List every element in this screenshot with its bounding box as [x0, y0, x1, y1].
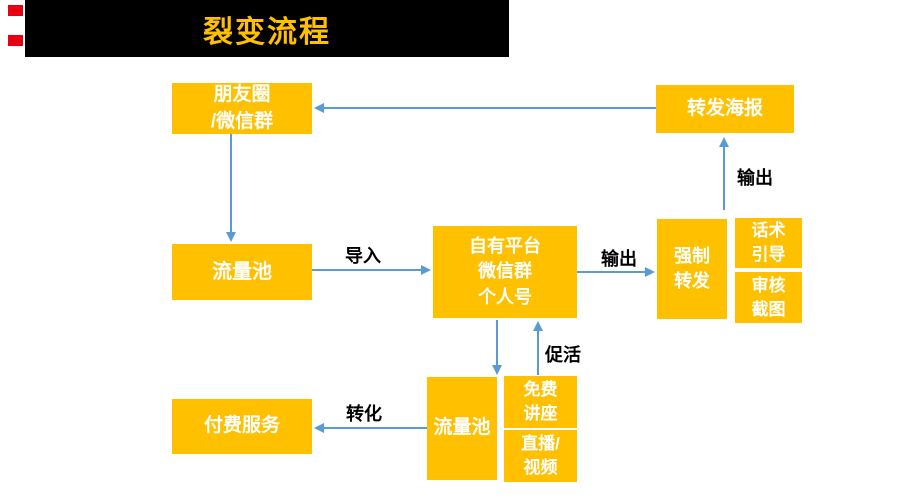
- page-title: 裂变流程: [203, 15, 331, 49]
- arrow-friends-to-pool-head: [226, 232, 236, 242]
- arrow-poster-to-friends-line: [322, 107, 656, 109]
- edge-label-import: 导入: [345, 246, 381, 266]
- node-own-platform: 自有平台微信群个人号: [433, 226, 577, 318]
- arrow-lecture-to-platform-head: [533, 321, 543, 331]
- node-label-line: /微信群: [210, 110, 274, 132]
- arrow-pool2-to-paid-head: [314, 423, 324, 433]
- edge-label-output-top: 输出: [737, 168, 773, 188]
- node-label-line: 免费: [523, 380, 558, 400]
- red-marker-1: [8, 5, 23, 16]
- arrow-platform-to-pool2-head: [492, 365, 502, 375]
- arrow-pool-to-platform-line: [312, 269, 423, 271]
- node-paid-service: 付费服务: [172, 399, 312, 454]
- node-label-line: 流量池: [433, 417, 491, 439]
- node-label-line: 转发: [674, 271, 710, 291]
- red-marker-2: [8, 35, 23, 46]
- node-label-line: 引导: [751, 245, 786, 264]
- node-traffic-pool-bottom: 流量池: [427, 377, 497, 480]
- node-label-line: 审核: [751, 275, 786, 295]
- arrow-pool2-to-paid-line: [322, 427, 427, 429]
- node-free-lecture: 免费讲座: [504, 376, 577, 428]
- node-script-guidance: 话术引导: [735, 218, 802, 268]
- node-label-line: 讲座: [523, 404, 558, 423]
- node-label-line: 视频: [523, 458, 558, 477]
- node-forward-poster: 转发海报: [656, 85, 794, 133]
- node-label-line: 流量池: [212, 261, 272, 283]
- node-label-line: 截图: [751, 299, 786, 319]
- node-label-line: 微信群: [478, 261, 532, 282]
- node-live-video: 直播/视频: [504, 430, 577, 482]
- arrow-poster-to-friends-head: [314, 103, 324, 113]
- arrow-platform-to-forced-line: [577, 271, 647, 273]
- node-label-line: 强制: [674, 245, 710, 266]
- node-label-line: 朋友圈: [213, 83, 271, 105]
- node-label-line: 自有平台: [469, 236, 541, 257]
- node-forced-forward: 强制转发: [657, 219, 727, 319]
- node-label-line: 个人号: [478, 286, 532, 307]
- arrow-friends-to-pool-line: [230, 134, 232, 234]
- node-label-line: 直播/: [521, 434, 560, 454]
- node-friends-circle: 朋友圈/微信群: [172, 83, 312, 134]
- arrow-lecture-to-platform-line: [537, 329, 539, 375]
- node-label-line: 话术: [751, 221, 786, 241]
- arrow-platform-to-pool2-line: [496, 320, 498, 367]
- edge-label-activate: 促活: [545, 345, 581, 365]
- node-traffic-pool-top: 流量池: [172, 244, 312, 300]
- node-label-line: 付费服务: [203, 415, 280, 437]
- arrow-platform-to-forced-head: [645, 267, 655, 277]
- title-banner: 裂变流程: [25, 0, 509, 57]
- edge-label-convert: 转化: [346, 404, 382, 424]
- arrow-pool-to-platform-head: [421, 265, 431, 275]
- arrow-forced-to-poster-line: [723, 145, 725, 210]
- node-review-screenshot: 审核截图: [735, 272, 802, 323]
- node-label-line: 转发海报: [686, 97, 763, 119]
- edge-label-output-mid: 输出: [601, 249, 637, 269]
- arrow-forced-to-poster-head: [719, 137, 729, 147]
